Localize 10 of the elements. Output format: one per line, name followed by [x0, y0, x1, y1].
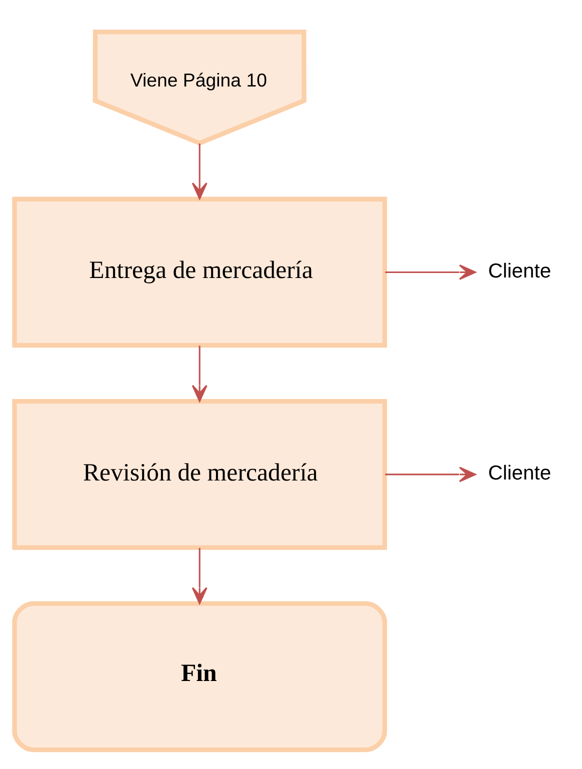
arrow [192, 345, 208, 402]
arrow [385, 264, 476, 280]
node-box: Entrega de mercadería [12, 196, 388, 348]
arrow [192, 143, 208, 199]
arrow [385, 466, 476, 482]
arrow [192, 547, 208, 604]
node-box: Fin [12, 600, 388, 752]
node-text: Cliente [488, 260, 552, 282]
node-text: Cliente [488, 462, 552, 484]
node-box: Revisión de mercadería [12, 398, 388, 550]
